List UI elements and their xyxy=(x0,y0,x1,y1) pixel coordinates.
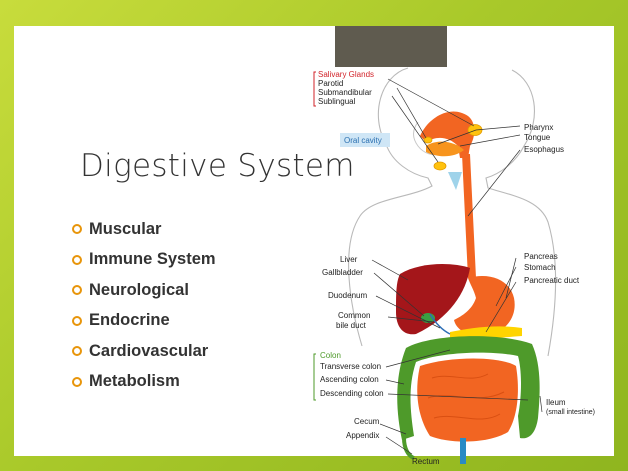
label-tongue: Tongue xyxy=(524,133,551,142)
small-intestine-shape xyxy=(417,359,518,442)
label-oral-cavity: Oral cavity xyxy=(344,136,382,145)
label-esophagus: Esophagus xyxy=(524,145,564,154)
label-salivary-glands: Salivary Glands xyxy=(318,70,374,79)
bullet-text: Metabolism xyxy=(89,372,180,391)
bullet-circle-icon xyxy=(72,224,82,234)
bullet-circle-icon xyxy=(72,255,82,265)
bullet-item: Endocrine xyxy=(72,306,216,337)
submandibular-gland xyxy=(434,162,446,170)
title-tab-decoration xyxy=(332,26,450,70)
label-appendix: Appendix xyxy=(346,431,379,440)
colon-bracket xyxy=(314,354,316,400)
label-duodenum: Duodenum xyxy=(328,291,367,300)
trachea-shape xyxy=(448,172,462,190)
label-bile-duct: bile duct xyxy=(336,321,367,330)
sublingual-gland xyxy=(424,137,432,143)
label-pancreas: Pancreas xyxy=(524,252,558,261)
bullet-item: Neurological xyxy=(72,275,216,306)
appendix-shape xyxy=(404,438,414,458)
label-liver: Liver xyxy=(340,255,358,264)
body-outline xyxy=(349,68,556,356)
bullet-list: Muscular Immune System Neurological Endo… xyxy=(72,214,216,397)
label-stomach: Stomach xyxy=(524,263,556,272)
label-pancreatic-duct: Pancreatic duct xyxy=(524,276,580,285)
label-small-intestine: (small intestine) xyxy=(546,409,595,416)
bullet-item: Muscular xyxy=(72,214,216,245)
bullet-circle-icon xyxy=(72,285,82,295)
label-rectum: Rectum xyxy=(412,457,440,466)
bullet-item: Immune System xyxy=(72,245,216,276)
label-cecum: Cecum xyxy=(354,417,380,426)
bullet-text: Endocrine xyxy=(89,311,170,330)
bullet-item: Cardiovascular xyxy=(72,336,216,367)
label-parotid: Parotid xyxy=(318,79,343,88)
bullet-circle-icon xyxy=(72,377,82,387)
label-transverse-colon: Transverse colon xyxy=(320,362,381,371)
bullet-circle-icon xyxy=(72,346,82,356)
label-pharynx: Pharynx xyxy=(524,123,553,132)
label-submandibular: Submandibular xyxy=(318,88,372,97)
label-common: Common xyxy=(338,311,370,320)
bullet-text: Muscular xyxy=(89,220,161,239)
bullet-circle-icon xyxy=(72,316,82,326)
salivary-bracket xyxy=(314,72,316,106)
label-sublingual: Sublingual xyxy=(318,97,356,106)
label-colon: Colon xyxy=(320,351,341,360)
bullet-text: Cardiovascular xyxy=(89,342,208,361)
bullet-item: Metabolism xyxy=(72,367,216,398)
label-ascending-colon: Ascending colon xyxy=(320,375,379,384)
label-gallbladder: Gallbladder xyxy=(322,268,363,277)
label-ileum: Ileum xyxy=(546,398,566,407)
rectum-shape xyxy=(460,438,466,464)
bullet-text: Neurological xyxy=(89,281,189,300)
label-descending-colon: Descending colon xyxy=(320,389,384,398)
esophagus-shape xyxy=(462,154,476,278)
digestive-system-diagram: Salivary Glands Parotid Submandibular Su… xyxy=(300,66,616,471)
bullet-text: Immune System xyxy=(89,250,216,269)
